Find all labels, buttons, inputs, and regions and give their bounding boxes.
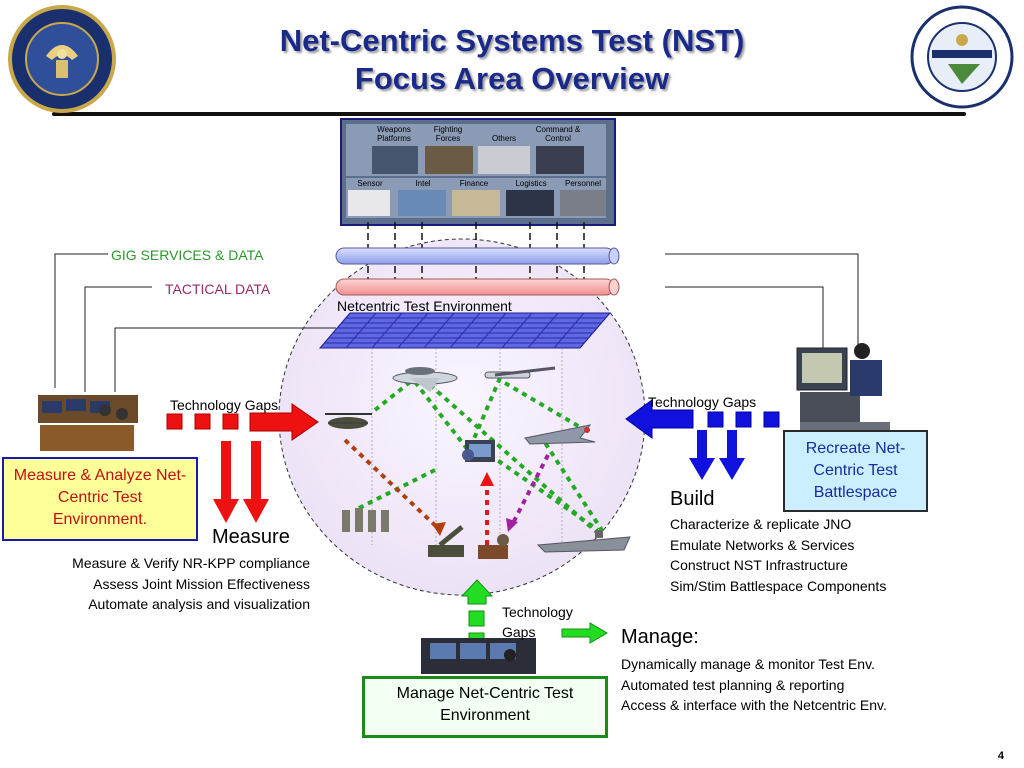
warship-photo: [372, 146, 418, 174]
tech-gaps-bottom-label: Technology Gaps: [502, 604, 573, 640]
manage-environment-box: Manage Net-Centric Test Environment: [362, 676, 608, 738]
manage-up-arrow: [460, 579, 494, 605]
capability-label-sensor: Sensor: [357, 179, 383, 188]
measure-gap-arrow: [249, 403, 319, 441]
page-title: Net-Centric Systems Test (NST) Focus Are…: [150, 22, 874, 98]
build-list: Characterize & replicate JNO Emulate Net…: [670, 514, 970, 596]
capability-label-fighting: Fighting Forces: [433, 125, 463, 143]
capability-label-logistics: Logistics: [515, 179, 547, 188]
manage-heading: Manage:: [621, 626, 699, 648]
measure-down-arrow-1: [213, 441, 239, 523]
measure-analyze-box: Measure & Analyze Net-Centric Test Envir…: [2, 457, 198, 541]
title-line-1: Net-Centric Systems Test (NST): [279, 23, 745, 58]
measure-item: Assess Joint Mission Effectiveness: [93, 575, 310, 592]
page-number: 4: [997, 750, 1004, 762]
gig-data-pipe: [335, 247, 615, 265]
battlespace-operator-icon: [796, 343, 890, 430]
awacs-aircraft-icon: [392, 367, 458, 392]
capability-label-intel: Intel: [415, 179, 431, 188]
manage-item: Access & interface with the Netcentric E…: [621, 697, 887, 713]
measure-gap-blocks: [166, 413, 239, 430]
build-item: Sim/Stim Battlespace Components: [670, 577, 887, 594]
analysts-workstation-icon: [38, 395, 138, 451]
soldiers-icon: [342, 508, 389, 532]
tech-gaps-right-label: Technology Gaps: [648, 394, 757, 410]
field-desk-icon: [478, 534, 509, 559]
sensor-photo: [348, 190, 390, 216]
build-down-arrow-1: [689, 430, 715, 480]
build-item: Characterize & replicate JNO: [670, 516, 852, 532]
aircraft-carrier-icon: [536, 530, 631, 553]
test-evaluation-seal-logo: [910, 5, 1014, 109]
title-rule: [52, 112, 966, 116]
measure-heading: Measure: [212, 526, 290, 548]
netcentric-env-label: Netcentric Test Environment: [337, 298, 512, 314]
build-item: Emulate Networks & Services: [670, 536, 855, 553]
build-gap-arrow: [625, 399, 694, 439]
capability-label-finance: Finance: [459, 179, 489, 188]
fighter-jet-icon: [524, 424, 596, 445]
tactical-data-label: TACTICAL DATA: [165, 281, 271, 297]
uav-aircraft-icon: [484, 366, 556, 379]
capability-label-personnel: Personnel: [564, 179, 602, 188]
gig-services-label: GIG SERVICES & DATA: [111, 247, 264, 263]
tech-gaps-left-label: Technology Gaps: [170, 397, 279, 413]
helicopter-icon: [325, 413, 372, 429]
measure-item: Measure & Verify NR-KPP compliance: [72, 555, 310, 571]
recreate-battlespace-box: Recreate Net-Centric Test Battlespace: [783, 430, 928, 512]
tactical-data-pipe: [335, 278, 615, 296]
missile-launcher-icon: [428, 525, 464, 557]
purple-link-arrow: [510, 454, 550, 526]
logistics-photo: [506, 190, 554, 216]
build-gap-blocks: [707, 411, 780, 428]
title-line-2: Focus Area Overview: [354, 61, 670, 96]
capability-label-weapons: Weapons Platforms: [377, 125, 411, 143]
uav-photo: [398, 190, 446, 216]
control-room-icon: [421, 638, 536, 674]
personnel-photo: [560, 190, 606, 216]
manage-list: Dynamically manage & monitor Test Env. A…: [621, 654, 961, 716]
measure-item: Automate analysis and visualization: [88, 596, 310, 612]
manage-right-arrow: [561, 622, 608, 644]
build-heading: Build: [670, 488, 715, 510]
un-vehicles-photo: [478, 146, 530, 174]
brown-link-arrow: [343, 438, 442, 532]
netcentric-grid: [318, 312, 612, 349]
manage-item: Automated test planning & reporting: [621, 676, 845, 693]
connector-lines: [54, 253, 859, 392]
build-down-arrow-2: [719, 430, 745, 480]
trmc-seal-logo: [8, 5, 116, 113]
build-item: Construct NST Infrastructure: [670, 557, 848, 573]
measure-list: Measure & Verify NR-KPP compliance Asses…: [10, 553, 310, 615]
soldiers-photo: [425, 146, 473, 174]
capability-label-c2: Command & Control: [535, 125, 581, 143]
manage-item: Dynamically manage & monitor Test Env.: [621, 656, 875, 672]
treasury-building-photo: [452, 190, 500, 216]
operator-workstation-icon: [462, 440, 495, 462]
command-center-photo: [536, 146, 584, 174]
measure-down-arrow-2: [243, 441, 269, 523]
capability-label-others: Others: [491, 134, 516, 143]
